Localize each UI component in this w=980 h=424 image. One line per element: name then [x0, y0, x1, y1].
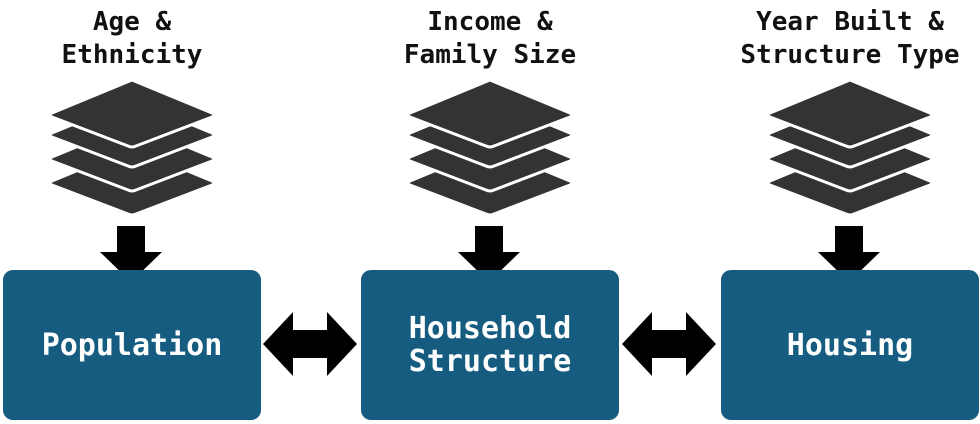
- attribute-label-age-ethnicity: Age & Ethnicity: [61, 7, 203, 70]
- attribute-label-income-family-size: Income & Family Size: [403, 7, 577, 70]
- household-structure-column: Income & Family Size Household Structure: [361, 0, 619, 424]
- bidirectional-arrow-icon: [263, 312, 357, 376]
- stacked-layers-icon: [406, 78, 574, 217]
- down-arrow-icon: [458, 226, 520, 282]
- population-column: Age & Ethnicity Population: [3, 0, 261, 424]
- population-node: Population: [3, 270, 261, 420]
- down-arrow-icon: [100, 226, 162, 282]
- stacked-layers-icon: [48, 78, 216, 217]
- bidirectional-arrow-icon: [622, 312, 716, 376]
- stacked-layers-icon: [766, 78, 934, 217]
- attribute-label-year-built-structure-type: Year Built & Structure Type: [740, 7, 960, 70]
- household-structure-node-label: Household Structure: [408, 311, 572, 379]
- housing-node-label: Housing: [786, 327, 914, 363]
- population-node-label: Population: [41, 327, 223, 363]
- household-structure-node: Household Structure: [361, 270, 619, 420]
- housing-column: Year Built & Structure Type Housing: [721, 0, 979, 424]
- housing-node: Housing: [721, 270, 979, 420]
- down-arrow-icon: [818, 226, 880, 282]
